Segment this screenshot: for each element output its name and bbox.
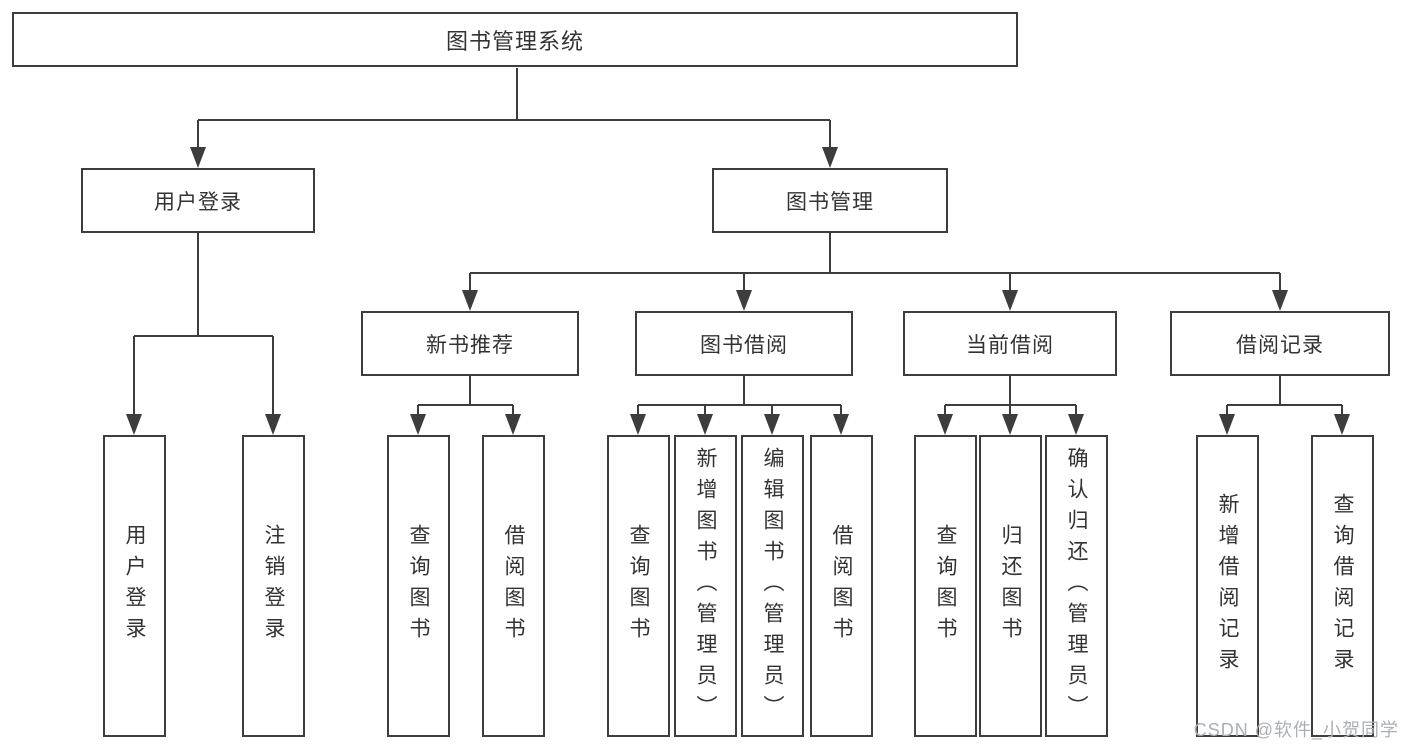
leaf-add-borrow-record: 新增借阅记录 (1196, 435, 1259, 737)
node-book-management-label: 图书管理 (786, 190, 874, 214)
node-user-login: 用户登录 (81, 168, 315, 233)
node-current-borrowing-label: 当前借阅 (966, 333, 1054, 357)
leaf-return-books-label: 归还图书 (999, 524, 1022, 648)
node-borrow-records-label: 借阅记录 (1236, 333, 1324, 357)
leaf-add-borrow-record-label: 新增借阅记录 (1216, 493, 1239, 679)
leaf-borrow-books-label: 借阅图书 (830, 524, 853, 648)
leaf-borrow-books-recommend: 借阅图书 (482, 435, 545, 737)
node-book-borrowing: 图书借阅 (635, 311, 853, 376)
leaf-query-books-borrowing-label: 查询图书 (627, 524, 650, 648)
leaf-logout: 注销登录 (242, 435, 305, 737)
leaf-confirm-return-admin-label: 确认归还（管理员） (1065, 446, 1088, 726)
node-root-label: 图书管理系统 (445, 28, 584, 54)
leaf-query-books-recommend: 查询图书 (387, 435, 450, 737)
leaf-edit-books-admin-label: 编辑图书（管理员） (761, 446, 784, 726)
node-new-book-recommend-label: 新书推荐 (426, 333, 514, 357)
node-new-book-recommend: 新书推荐 (361, 311, 579, 376)
leaf-user-login-label: 用户登录 (123, 524, 146, 648)
leaf-query-borrow-record: 查询借阅记录 (1311, 435, 1374, 737)
node-book-borrowing-label: 图书借阅 (700, 333, 788, 357)
node-current-borrowing: 当前借阅 (903, 311, 1117, 376)
node-book-management: 图书管理 (712, 168, 948, 233)
leaf-user-login: 用户登录 (103, 435, 166, 737)
leaf-query-books-current-label: 查询图书 (934, 524, 957, 648)
leaf-query-books-current: 查询图书 (914, 435, 977, 737)
node-root-library-system: 图书管理系统 (12, 12, 1018, 67)
leaf-query-books-borrowing: 查询图书 (607, 435, 670, 737)
leaf-return-books: 归还图书 (979, 435, 1042, 737)
leaf-borrow-books: 借阅图书 (810, 435, 873, 737)
node-borrow-records: 借阅记录 (1170, 311, 1390, 376)
node-user-login-label: 用户登录 (154, 190, 242, 214)
leaf-edit-books-admin: 编辑图书（管理员） (741, 435, 804, 737)
leaf-add-books-admin: 新增图书（管理员） (674, 435, 737, 737)
leaf-add-books-admin-label: 新增图书（管理员） (694, 446, 717, 726)
leaf-query-borrow-record-label: 查询借阅记录 (1331, 493, 1354, 679)
leaf-query-books-recommend-label: 查询图书 (407, 524, 430, 648)
csdn-watermark: CSDN @软件_小贺同学 (1193, 720, 1399, 740)
leaf-confirm-return-admin: 确认归还（管理员） (1045, 435, 1108, 737)
leaf-borrow-books-recommend-label: 借阅图书 (502, 524, 525, 648)
leaf-logout-label: 注销登录 (262, 524, 285, 648)
